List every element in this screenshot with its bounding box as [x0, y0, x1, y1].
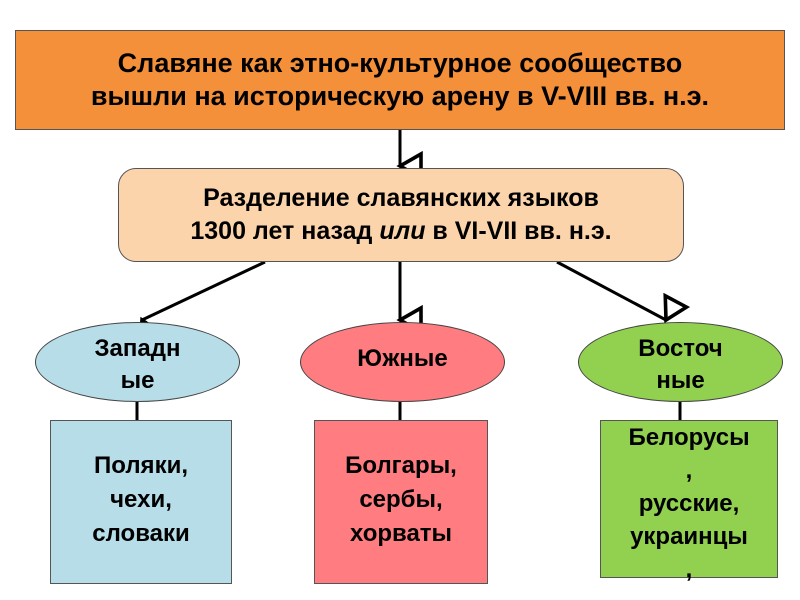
top-line-1: Славяне как этно-культурное сообщество — [117, 48, 683, 78]
west-peoples-box: Поляки, чехи, словаки — [50, 420, 232, 584]
east-label-line-2: ные — [656, 367, 705, 394]
arrow-middle-to-east — [556, 260, 666, 320]
middle-line-2: 1300 лет назад или в VI-VII вв. н.э. — [190, 217, 612, 245]
east-peoples-box: Белорусы , русские, украинцы , — [600, 420, 778, 583]
east-people-item: , — [685, 457, 693, 484]
west-people-item: словаки — [92, 520, 190, 547]
east-label-line-1: Восточ — [638, 335, 723, 362]
east-people-item: , — [685, 556, 693, 583]
east-slavs-node: Восточ ные — [578, 322, 783, 402]
middle-line-2-emphasis: или — [379, 217, 426, 245]
top-line-2: вышли на историческую арену в V-VIII вв.… — [90, 81, 710, 111]
slavs-emergence-box: Славяне как этно-культурное сообщество в… — [15, 30, 785, 130]
south-slavs-node: Южные — [300, 322, 505, 402]
east-people-item: Белорусы — [628, 424, 750, 451]
east-people-item: украинцы — [630, 523, 748, 550]
west-people-item: чехи, — [110, 486, 172, 513]
south-label: Южные — [357, 345, 448, 372]
south-people-item: сербы, — [359, 486, 443, 513]
east-people-item: русские, — [638, 490, 740, 517]
arrow-middle-to-west — [142, 260, 266, 320]
south-peoples-box: Болгары, сербы, хорваты — [314, 420, 488, 584]
west-people-item: Поляки, — [94, 452, 188, 479]
west-slavs-node: Западн ые — [35, 322, 240, 402]
south-people-item: Болгары, — [345, 452, 457, 479]
south-people-item: хорваты — [349, 520, 453, 547]
west-label-line-1: Западн — [94, 335, 181, 362]
language-split-box: Разделение славянских языков 1300 лет на… — [118, 168, 684, 262]
west-label-line-2: ые — [120, 367, 155, 394]
middle-line-1: Разделение славянских языков — [203, 184, 599, 212]
